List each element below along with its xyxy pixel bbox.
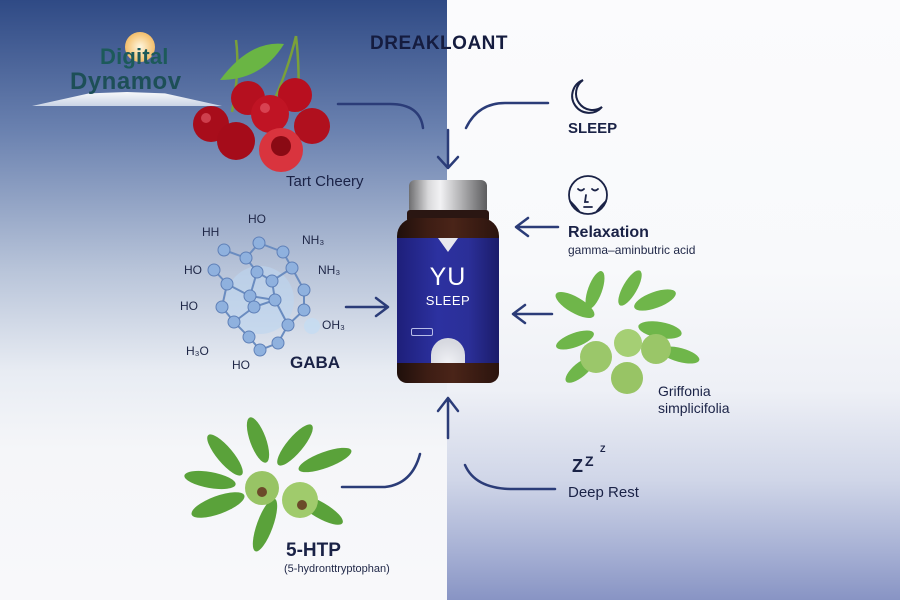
molecule-group-nh3-1: NH₃ xyxy=(302,233,325,247)
molecule-group-oh3: OH₃ xyxy=(322,318,345,332)
5-htp-sublabel: (5-hydronttryptophan) xyxy=(284,563,390,575)
page-title: DREAKLOANT xyxy=(370,33,508,54)
griffonia-label-line1: Griffonia xyxy=(658,383,711,399)
molecule-group-ho-left2: HO xyxy=(180,299,198,313)
bottle-cap xyxy=(409,180,487,212)
yu-sleep-bottle: YU SLEEP xyxy=(397,180,499,385)
deep-rest-label: Deep Rest xyxy=(568,484,639,501)
gaba-label: GABA xyxy=(290,353,341,372)
logo-sun-icon xyxy=(125,32,155,62)
griffonia-label-line2: simplicifolia xyxy=(658,400,730,416)
molecule-group-ho-top: HO xyxy=(248,212,266,226)
5-htp-label: 5-HTP xyxy=(286,540,341,561)
molecule-group-hh: HH xyxy=(202,225,220,239)
molecule-group-nh3-2: NH₃ xyxy=(318,263,341,277)
molecule-group-ho-bottom: HO xyxy=(232,358,250,372)
tart-cherry-label: Tart Cheery xyxy=(286,173,364,190)
sleep-label: SLEEP xyxy=(568,120,618,137)
molecule-group-h3o: H₃O xyxy=(186,344,209,358)
label-badge xyxy=(411,328,433,336)
digital-dynamov-logo: Digital Dynamov xyxy=(30,30,230,110)
logo-text-line2: Dynamov xyxy=(70,68,182,95)
griffonia-label: Griffonia simplicifolia xyxy=(658,383,730,417)
background-right xyxy=(447,0,900,600)
product-brand: YU xyxy=(429,263,467,291)
relaxation-label: Relaxation xyxy=(568,224,649,241)
molecule-group-ho-left1: HO xyxy=(184,263,202,277)
logo-text-line1: Digital xyxy=(100,44,169,69)
label-moon xyxy=(431,338,465,363)
relaxation-sublabel: gamma–aminbutric acid xyxy=(568,243,696,257)
product-name: SLEEP xyxy=(425,293,471,308)
